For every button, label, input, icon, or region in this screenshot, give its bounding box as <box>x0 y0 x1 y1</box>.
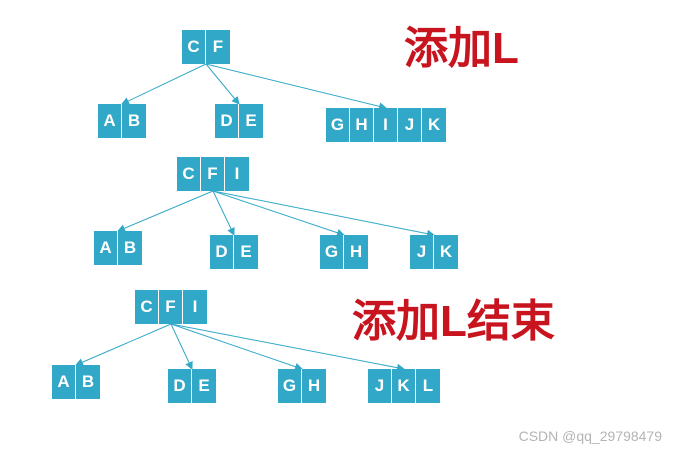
node-key: H <box>350 108 374 142</box>
node-key: B <box>122 104 146 138</box>
node-key: C <box>182 30 206 64</box>
title-add-l: 添加L <box>404 24 519 74</box>
title-add-l-end-cjk-2: 结束 <box>466 296 555 347</box>
node-key: D <box>215 104 239 138</box>
tree-edge-arrow <box>75 323 172 366</box>
node-key: K <box>434 235 458 269</box>
tree-edge-arrow <box>205 63 240 105</box>
watermark: CSDN @qq_29798479 <box>518 428 662 444</box>
tree-edge-arrow <box>121 63 207 105</box>
node-key: F <box>159 290 183 324</box>
node-key: A <box>94 231 118 265</box>
title-add-l-cjk: 添加 <box>404 23 492 74</box>
node-key: G <box>278 369 302 403</box>
node-key: K <box>392 369 416 403</box>
node-key: C <box>177 157 201 191</box>
node-key: H <box>344 235 368 269</box>
node-key: E <box>239 104 263 138</box>
node-key: B <box>76 365 100 399</box>
tree-edge-arrow <box>212 190 435 238</box>
node-key: G <box>320 235 344 269</box>
node-key: F <box>206 30 230 64</box>
node-key: E <box>192 369 216 403</box>
node-key: H <box>302 369 326 403</box>
tree-edge-arrow <box>170 323 193 370</box>
tree-edge-arrow <box>170 323 405 372</box>
node-key: L <box>416 369 440 403</box>
node-key: C <box>135 290 159 324</box>
node-key: I <box>225 157 249 191</box>
title-add-l-end-latin: L <box>440 297 467 346</box>
node-key: F <box>201 157 225 191</box>
node-key: G <box>326 108 350 142</box>
node-key: J <box>398 108 422 142</box>
title-add-l-end: 添加L结束 <box>352 297 555 347</box>
tree-edge-arrow <box>212 190 235 236</box>
node-key: B <box>118 231 142 265</box>
node-key: I <box>374 108 398 142</box>
tree-edge-arrow <box>117 190 214 232</box>
node-key: E <box>234 235 258 269</box>
title-add-l-end-cjk-1: 添加 <box>352 296 440 347</box>
node-key: I <box>183 290 207 324</box>
node-key: A <box>98 104 122 138</box>
tree-edge-arrow <box>170 323 303 371</box>
title-add-l-latin: L <box>492 24 519 73</box>
node-key: D <box>168 369 192 403</box>
tree-edge-arrow <box>205 63 387 111</box>
node-key: D <box>210 235 234 269</box>
node-key: J <box>410 235 434 269</box>
node-key: J <box>368 369 392 403</box>
node-key: K <box>422 108 446 142</box>
tree-edge-arrow <box>212 190 345 237</box>
node-key: A <box>52 365 76 399</box>
